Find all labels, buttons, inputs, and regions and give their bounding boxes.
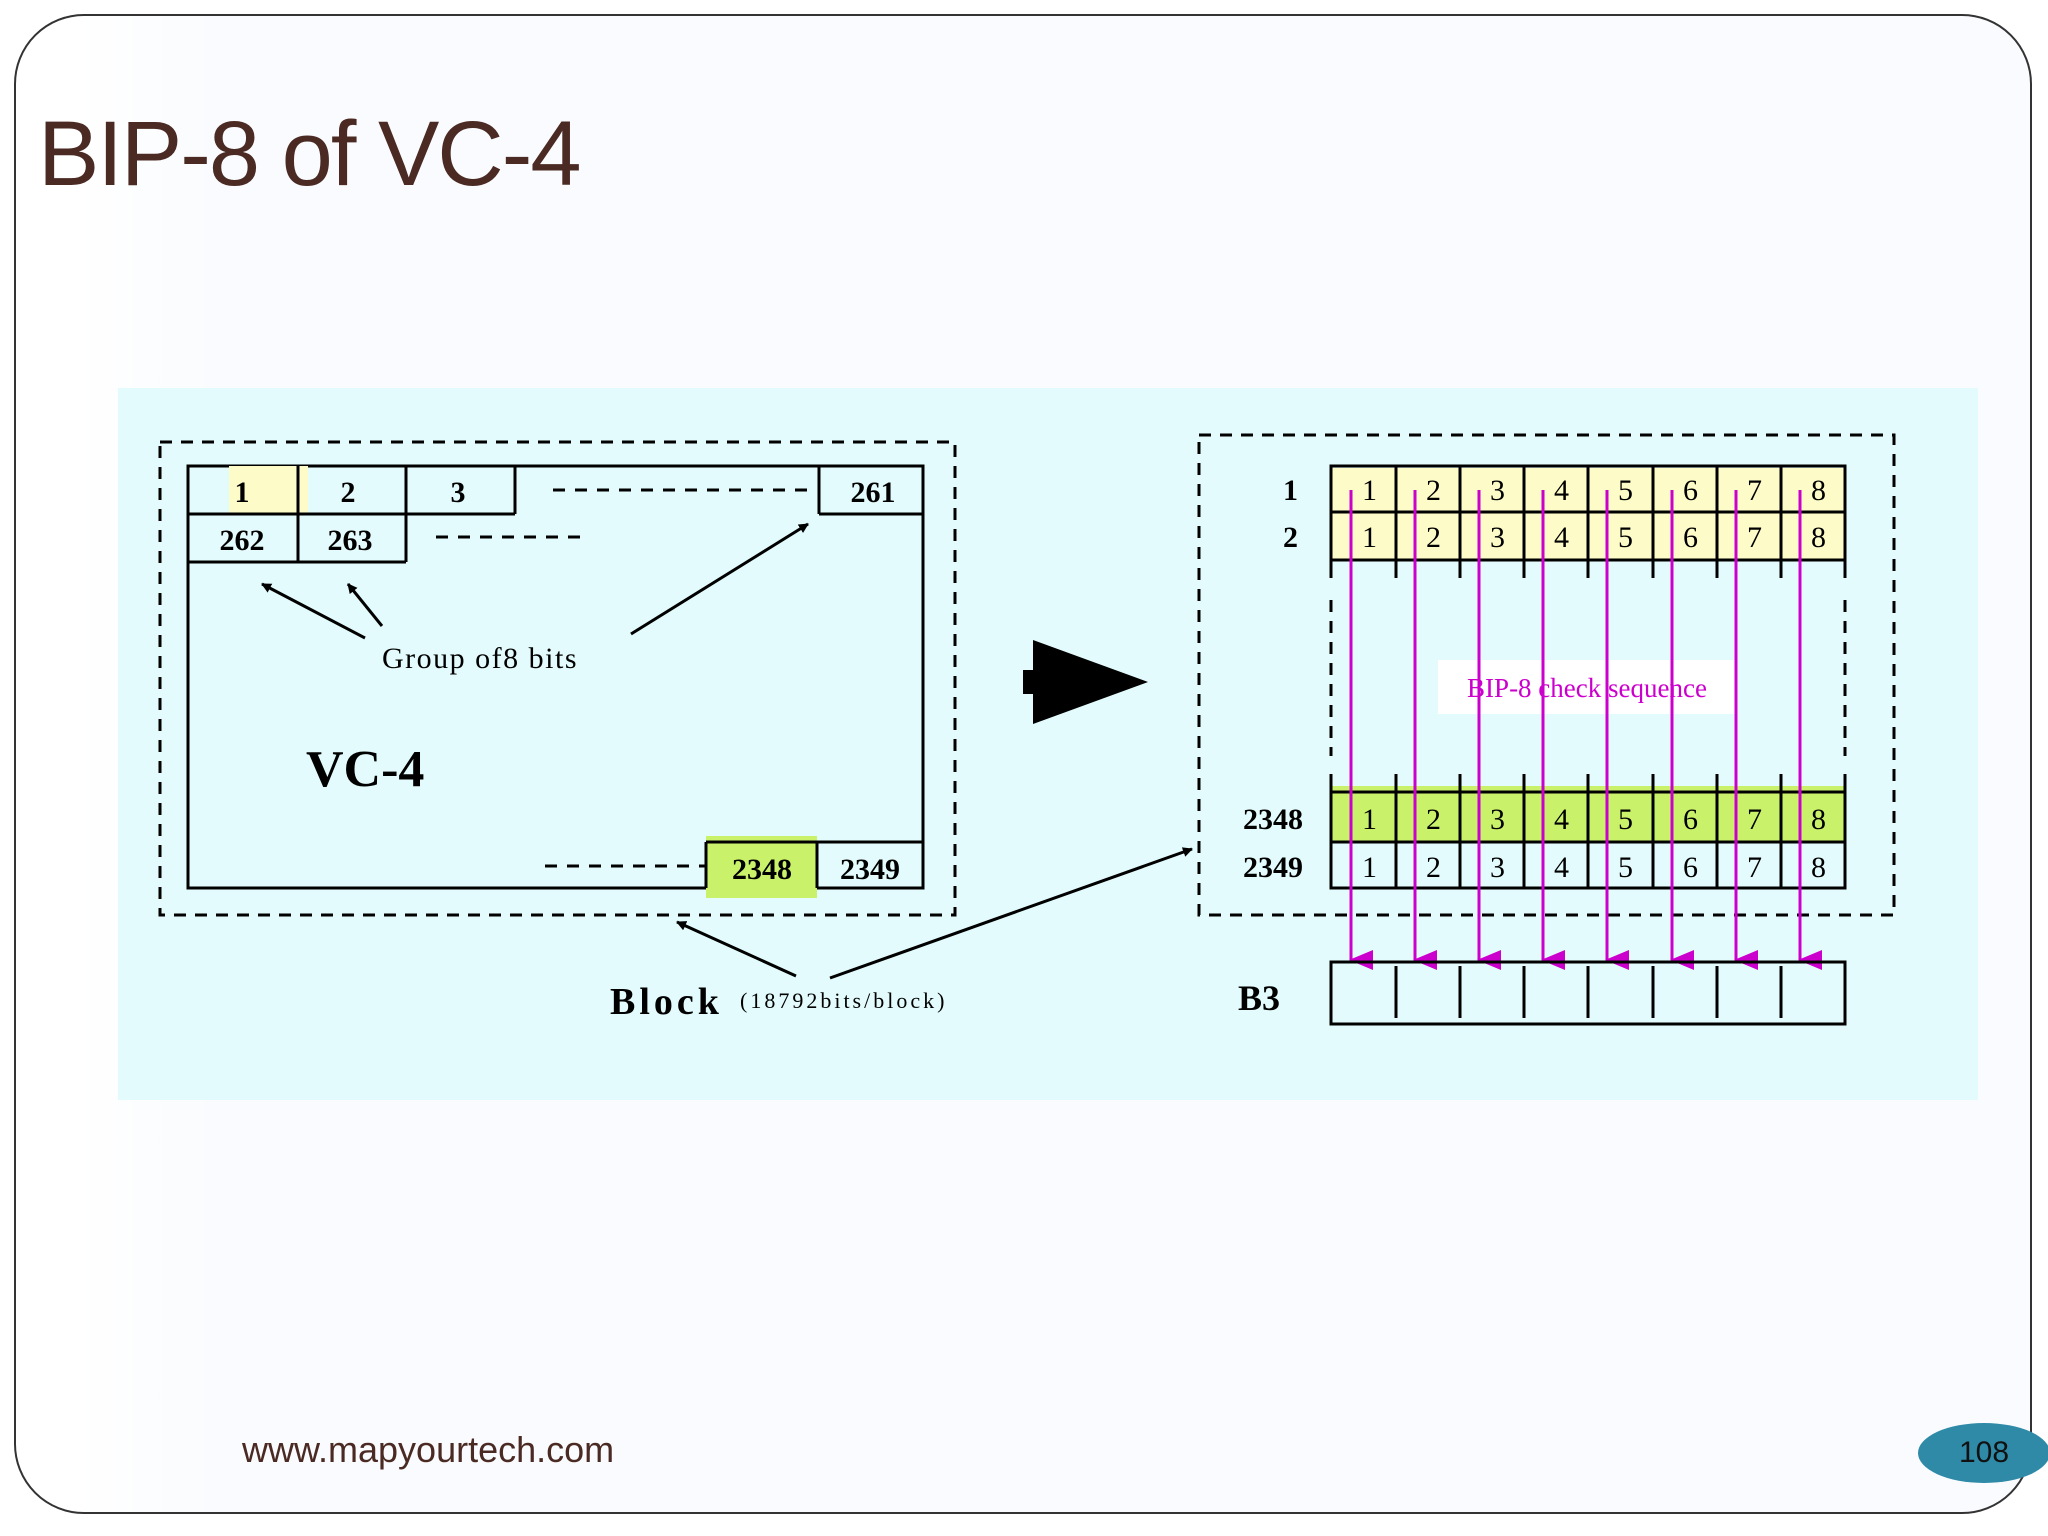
row-2-bit-2: 2: [1426, 521, 1441, 554]
row-2348-bit-5: 5: [1618, 803, 1633, 836]
cell-label-2: 2: [341, 476, 356, 509]
row-1-bit-3: 3: [1490, 474, 1505, 507]
row-1-bit-1: 1: [1362, 474, 1377, 507]
row-2348-bit-6: 6: [1683, 803, 1698, 836]
check-label-bg: [1438, 660, 1736, 714]
cell-label-3: 3: [451, 476, 466, 509]
row-2349-bit-8: 8: [1811, 851, 1826, 884]
row-2-bit-7: 7: [1747, 521, 1762, 554]
row-1-bit-6: 6: [1683, 474, 1698, 507]
vc4-dashed-border: [158, 440, 957, 917]
row-2-bit-5: 5: [1618, 521, 1633, 554]
row-2348-bit-2: 2: [1426, 803, 1441, 836]
transform-arrow-icon: [1023, 640, 1148, 724]
row-2-bit-3: 3: [1490, 521, 1505, 554]
vc4-frame-border: [186, 464, 925, 890]
footer-url: www.mapyourtech.com: [242, 1429, 615, 1470]
cell-label-263: 263: [328, 524, 373, 557]
cell-label-261: 261: [851, 476, 896, 509]
slide-title: BIP-8 of VC-4: [38, 103, 582, 205]
row-label-2348: 2348: [1243, 803, 1303, 836]
row-2348-bit-7: 7: [1747, 803, 1762, 836]
slide: BIP-8 of VC-4 www.mapyourtech.com: [14, 14, 2032, 1514]
row-2-bit-4: 4: [1554, 521, 1569, 554]
cell-label-2348: 2348: [732, 853, 792, 886]
cell-highlight-2348: [706, 836, 817, 898]
vc4-label: VC-4: [306, 741, 424, 798]
row-2348-bit-8: 8: [1811, 803, 1826, 836]
bip8-dashed-border: [1197, 433, 1896, 917]
cell-label-262: 262: [220, 524, 265, 557]
row-2348-bit-4: 4: [1554, 803, 1569, 836]
row-label-1: 1: [1283, 474, 1298, 507]
cell-label-1: 1: [235, 476, 250, 509]
row-label-2349: 2349: [1243, 851, 1303, 884]
group-label: Group of8 bits: [382, 642, 578, 675]
vc4-frame-diagram: 1 2 3 261 262 263 2348 2349 Group of8 bi…: [158, 440, 1193, 1023]
block-label: Block: [610, 981, 723, 1023]
row-2349-bit-7: 7: [1747, 851, 1762, 884]
row-1-bit-8: 8: [1811, 474, 1826, 507]
bip8-parity-arrows: [1349, 490, 1822, 970]
check-sequence-label: BIP-8 check sequence: [1467, 673, 1707, 703]
row-2349-bit-5: 5: [1618, 851, 1633, 884]
page-number-badge: 108: [1918, 1423, 2048, 1483]
row-2349-bit-4: 4: [1554, 851, 1569, 884]
block-note: (18792bits/block): [740, 988, 947, 1013]
row-1-bit-4: 4: [1554, 474, 1569, 507]
row-2348-bit-1: 1: [1362, 803, 1377, 836]
b3-label: B3: [1238, 978, 1280, 1018]
row-2-bit-1: 1: [1362, 521, 1377, 554]
row-2349-bit-2: 2: [1426, 851, 1441, 884]
row-2-bit-8: 8: [1811, 521, 1826, 554]
row-1-bit-5: 5: [1618, 474, 1633, 507]
bit-labels: 1 2 3 4 5 6 7 8 1 2 3 4 5 6 7 8 1 2 3 4 5 6 7 8 1 2 3 4 5 6 7 8: [1362, 474, 1826, 884]
cell-label-2349: 2349: [840, 853, 900, 886]
row-1-bit-2: 2: [1426, 474, 1441, 507]
row-2349-bit-3: 3: [1490, 851, 1505, 884]
cell-highlight-2: [229, 466, 308, 514]
b3-byte-box: [1329, 960, 1847, 1026]
row-2349-bit-6: 6: [1683, 851, 1698, 884]
row-2348-bit-3: 3: [1490, 803, 1505, 836]
row-2349-bit-1: 1: [1362, 851, 1377, 884]
row-label-2: 2: [1283, 521, 1298, 554]
row-1-bit-7: 7: [1747, 474, 1762, 507]
row-2-bit-6: 6: [1683, 521, 1698, 554]
